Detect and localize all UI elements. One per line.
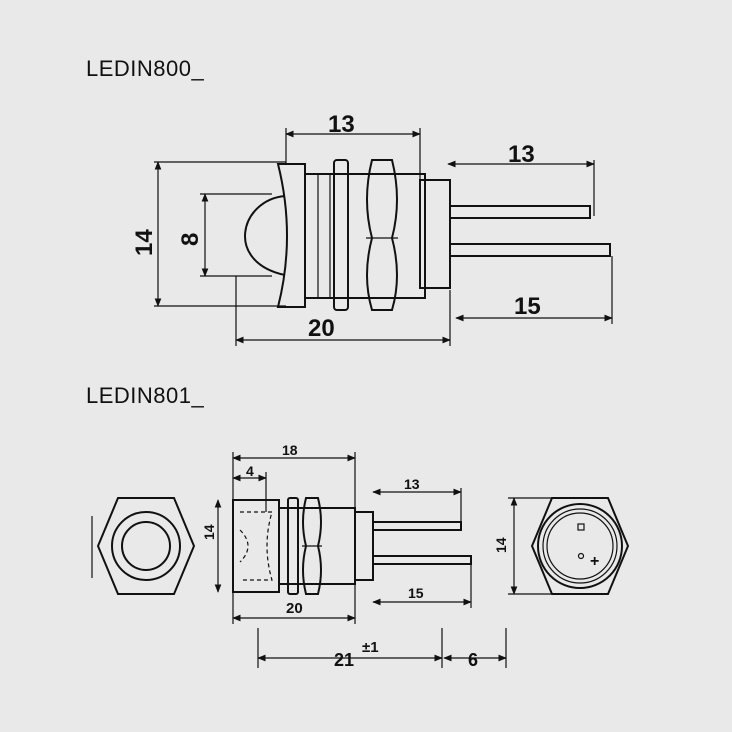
ledin801-drawing: 18 4 13 14 20 15 21 ±1 6 (91, 442, 630, 670)
dim-13-801: 13 (404, 476, 420, 492)
lead-long (449, 243, 611, 257)
dim-20-801: 20 (286, 600, 303, 617)
lead-short (449, 205, 591, 219)
flange (276, 163, 306, 308)
dim-tolerance: ±1 (362, 639, 379, 656)
dim-14-side: 14 (201, 524, 217, 540)
title-ledin800: LEDIN800_ (86, 56, 205, 81)
dim-4: 4 (246, 463, 254, 479)
dim-13-top: 13 (328, 111, 355, 138)
rear-view-hex: + (530, 497, 630, 595)
dim-6: 6 (468, 650, 478, 670)
front-view-hex (91, 497, 196, 595)
plus-mark: + (590, 553, 599, 570)
dim-13-lead: 13 (508, 141, 535, 168)
washer (333, 159, 349, 311)
title-ledin801: LEDIN801_ (86, 383, 205, 408)
dim-21: 21 (334, 650, 354, 670)
body (304, 173, 426, 299)
ledin800-drawing: 13 13 14 8 20 15 (131, 111, 613, 346)
dim-14: 14 (131, 229, 158, 256)
dim-20: 20 (308, 315, 335, 342)
dim-15: 15 (514, 293, 541, 320)
dim-8: 8 (177, 233, 204, 246)
dim-18: 18 (282, 442, 298, 458)
rear-cylinder (419, 179, 451, 289)
nut (366, 159, 398, 311)
dim-14-end: 14 (493, 537, 509, 553)
side-view (232, 497, 472, 595)
led-dome (244, 195, 286, 276)
dim-15-801: 15 (408, 585, 424, 601)
